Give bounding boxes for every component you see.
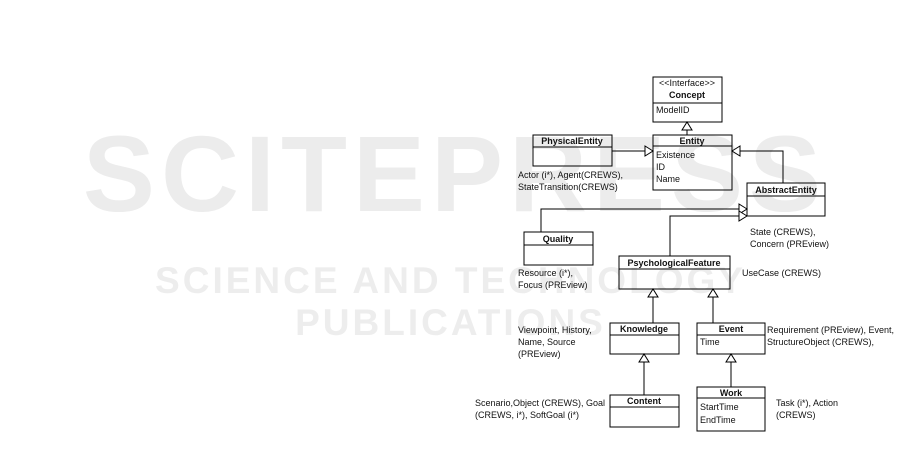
class-name: AbstractEntity	[755, 185, 817, 195]
note-psychological-feature: UseCase (CREWS)	[742, 268, 821, 278]
note-abstract-entity: Concern (PREview)	[750, 239, 829, 249]
class-attribute: StartTime	[700, 402, 739, 412]
note-physical-entity: Actor (i*), Agent(CREWS),	[518, 170, 623, 180]
class-attribute: Name	[656, 174, 680, 184]
class-attribute: Time	[700, 337, 720, 347]
note-event: Requirement (PREview), Event,	[767, 325, 894, 335]
generalization-quality	[540, 203, 748, 232]
generalization-physical-entity	[612, 145, 654, 157]
class-abstract-entity: AbstractEntity	[746, 182, 826, 217]
class-name: PhysicalEntity	[541, 136, 603, 146]
class-psychological-feature: PsychologicalFeature	[618, 255, 731, 290]
class-knowledge: Knowledge	[609, 322, 680, 355]
generalization-psychological-feature	[669, 210, 748, 256]
class-name: Quality	[543, 234, 574, 244]
note-work: Task (i*), Action	[776, 398, 838, 408]
class-attribute: EndTime	[700, 415, 736, 425]
class-attribute: ModelID	[656, 105, 690, 115]
note-knowledge: Viewpoint, History,	[518, 325, 592, 335]
generalization-entity-concept	[681, 121, 693, 135]
class-concept: <<Interface>> Concept ModelID	[652, 76, 723, 123]
note-work: (CREWS)	[776, 410, 816, 420]
note-event: StructureObject (CREWS),	[767, 337, 874, 347]
watermark-subtitle: SCIENCE AND TECHNOLOGY PUBLICATIONS	[155, 260, 746, 343]
note-abstract-entity: State (CREWS),	[750, 227, 816, 237]
class-content: Content	[609, 394, 680, 428]
class-physical-entity: PhysicalEntity	[532, 134, 613, 167]
note-knowledge: Name, Source	[518, 337, 576, 347]
class-name: Entity	[679, 136, 704, 146]
class-stereotype: <<Interface>>	[659, 78, 715, 88]
generalization-work	[725, 353, 737, 387]
class-quality: Quality	[523, 231, 594, 266]
class-name: Content	[627, 396, 661, 406]
generalization-content	[638, 353, 650, 395]
note-quality: Resource (i*),	[518, 268, 573, 278]
note-quality: Focus (PREview)	[518, 280, 588, 290]
class-event: Event Time	[696, 322, 766, 355]
class-name: PsychologicalFeature	[627, 258, 720, 268]
class-name: Concept	[669, 90, 705, 100]
class-work: Work StartTime EndTime	[696, 386, 766, 432]
generalization-abstract-entity	[731, 145, 784, 183]
note-content: (CREWS, i*), SoftGoal (i*)	[475, 410, 579, 420]
class-attribute: Existence	[656, 150, 695, 160]
class-name: Work	[720, 388, 743, 398]
generalization-event	[707, 288, 719, 323]
note-content: Scenario,Object (CREWS), Goal	[475, 398, 605, 408]
class-entity: Entity Existence ID Name	[652, 134, 733, 191]
generalization-knowledge	[647, 288, 659, 323]
class-name: Event	[719, 324, 744, 334]
note-knowledge: (PREview)	[518, 349, 561, 359]
class-name: Knowledge	[620, 324, 668, 334]
note-physical-entity: StateTransition(CREWS)	[518, 182, 618, 192]
class-attribute: ID	[656, 162, 666, 172]
